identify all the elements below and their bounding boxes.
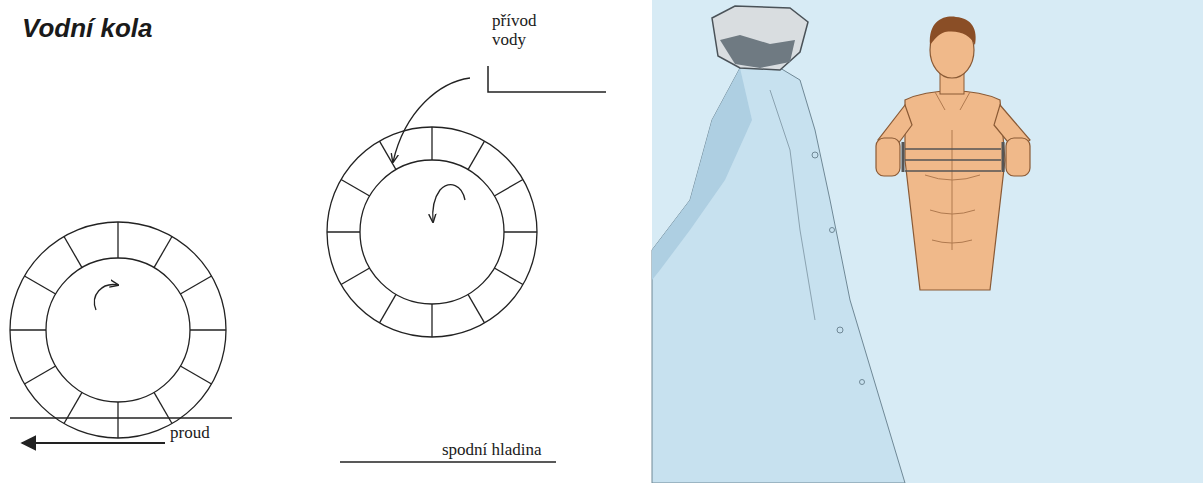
wheel-spoke — [180, 276, 211, 294]
wheel-spoke — [180, 366, 211, 384]
wheel-spoke — [431, 304, 432, 337]
wheel-spoke — [117, 402, 118, 438]
rotation-arrow — [433, 185, 465, 222]
wheel-spoke — [494, 180, 523, 197]
wheel-spoke — [341, 268, 370, 285]
expander-spring — [905, 148, 1001, 150]
lower-water-level — [340, 461, 556, 463]
current-arrow — [22, 442, 165, 444]
wheel-spoke — [468, 294, 485, 323]
wheel-spoke — [380, 294, 397, 323]
water-supply-label: přívod vody — [492, 12, 552, 49]
water-supply-channel — [488, 66, 606, 92]
water-level-label: spodní hladina — [440, 441, 544, 460]
wheel-spoke — [504, 231, 537, 232]
wheel-spoke — [327, 231, 360, 232]
water-surface — [10, 417, 232, 418]
wheel-spoke — [64, 392, 82, 423]
wheel-spoke — [117, 222, 118, 258]
water-flow-arrow — [393, 78, 470, 162]
wheel-spoke — [431, 127, 432, 160]
wheel-spoke — [341, 180, 370, 197]
expander-spring — [905, 159, 1001, 161]
wheel-spoke — [154, 236, 172, 267]
wheel-spoke — [494, 268, 523, 285]
energy-illustration — [652, 0, 1203, 483]
wheel-spoke — [154, 392, 172, 423]
current-label: proud — [170, 424, 210, 443]
wheel-spoke — [64, 236, 82, 267]
wheel-spoke — [190, 329, 226, 330]
wheel-spoke — [24, 366, 55, 384]
diagram-title: Vodní kola — [22, 14, 153, 43]
overshot-wheel — [327, 127, 537, 337]
rotation-arrow — [94, 285, 118, 310]
wheel-spoke — [24, 276, 55, 294]
undershot-wheel — [10, 222, 226, 438]
wheel-spoke — [468, 141, 485, 170]
expander-spring — [905, 170, 1001, 172]
wheel-spoke — [10, 329, 46, 330]
wheel-spoke — [380, 141, 397, 170]
